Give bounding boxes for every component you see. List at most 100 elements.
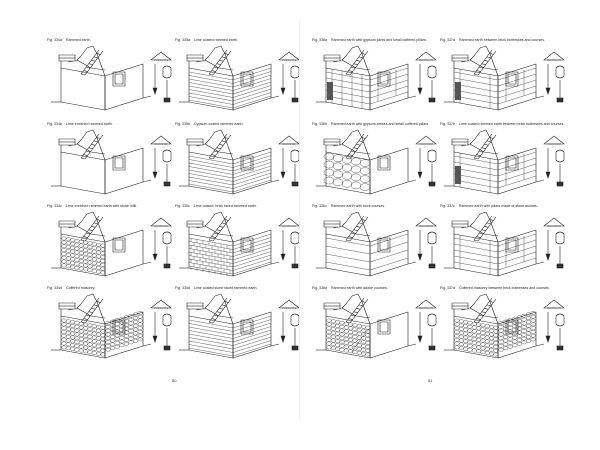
window-frame (242, 321, 252, 333)
ground-line (407, 343, 417, 347)
roof-stamp-icon (543, 217, 565, 227)
formwork-line (76, 143, 106, 155)
wall-texture (188, 67, 272, 109)
formwork-line (341, 143, 371, 155)
roof-stamp-icon (543, 299, 565, 309)
roof-stamp-icon (278, 299, 300, 309)
wall-drawing (444, 129, 565, 195)
roof-stamp-icon (150, 51, 172, 61)
formwork-line (469, 307, 499, 319)
roof-stamp-icon (543, 51, 565, 61)
tool-pictograms (278, 217, 300, 269)
ground-line (270, 95, 280, 99)
stair-ladder (473, 49, 497, 76)
roof-stamp-icon (150, 217, 172, 227)
figure-caption-text: Rammed earth between brick buttresses an… (458, 38, 546, 42)
water-pot-icon (555, 65, 565, 79)
figure-number: Fig. 335c (175, 204, 190, 208)
ground-line (270, 261, 280, 265)
window-frame (242, 239, 252, 251)
wall-side-face (232, 229, 272, 277)
wall-side-face (497, 63, 537, 111)
formwork-line (204, 143, 234, 155)
figure-caption-text: Lime coated rammed earth between brick b… (458, 122, 565, 126)
wall-drawing (316, 45, 437, 111)
wall-drawing (51, 211, 172, 277)
roof-stamp-icon (278, 135, 300, 145)
ground-line (142, 95, 152, 99)
ground-line (535, 179, 545, 183)
wall-texture (453, 67, 537, 109)
page-gutter (299, 20, 300, 420)
wall-texture (325, 233, 409, 271)
wall-drawing (51, 129, 172, 195)
wall-side-face (497, 147, 537, 195)
window-frame (507, 239, 517, 251)
formwork-line (469, 225, 499, 237)
wall-side-face (369, 63, 409, 111)
stair-ladder (208, 133, 232, 160)
ground-line (535, 95, 545, 99)
figure-caption-text: Lime enriched rammed earth. (65, 122, 113, 126)
formwork-line (469, 143, 499, 155)
page-number: 81 (428, 378, 433, 383)
window-frame (114, 239, 124, 251)
water-pot-icon (427, 231, 437, 245)
figure-number: Fig. 336b (312, 122, 327, 126)
wall-side-face (104, 63, 144, 111)
stair-ladder (208, 49, 232, 76)
tool-pictograms (543, 51, 565, 103)
stair-ladder (208, 297, 232, 324)
ground-line (270, 343, 280, 347)
ground-line (535, 261, 545, 265)
ground-line (142, 343, 152, 347)
formwork-line (204, 59, 234, 71)
wall-drawing (316, 129, 437, 195)
stair-ladder (473, 297, 497, 324)
figure-number: Fig. 337d (440, 286, 455, 290)
water-pot-icon (427, 313, 437, 327)
wall-drawing (444, 293, 565, 359)
wall-drawing (179, 211, 300, 277)
wall-drawing (316, 211, 437, 277)
formwork-line (341, 307, 371, 319)
stair-ladder (345, 215, 369, 242)
figure-number: Fig. 335a (175, 38, 190, 42)
stair-ladder (208, 215, 232, 242)
roof-stamp-icon (415, 51, 437, 61)
wall-texture (326, 318, 371, 357)
wall-texture (453, 233, 537, 275)
wall-texture (61, 236, 106, 275)
tool-pictograms (415, 299, 437, 351)
figure-number: Fig. 336a (312, 38, 327, 42)
formwork-line (76, 225, 106, 237)
figure-number: Fig. 335b (175, 122, 190, 126)
water-pot-icon (290, 231, 300, 245)
figure-number: Fig. 337c (440, 204, 455, 208)
tool-pictograms (278, 51, 300, 103)
tool-pictograms (150, 135, 172, 187)
stair-ladder (345, 133, 369, 160)
tool-pictograms (543, 135, 565, 187)
wall-texture (453, 151, 537, 193)
roof-stamp-icon (415, 217, 437, 227)
roof-stamp-icon (278, 217, 300, 227)
